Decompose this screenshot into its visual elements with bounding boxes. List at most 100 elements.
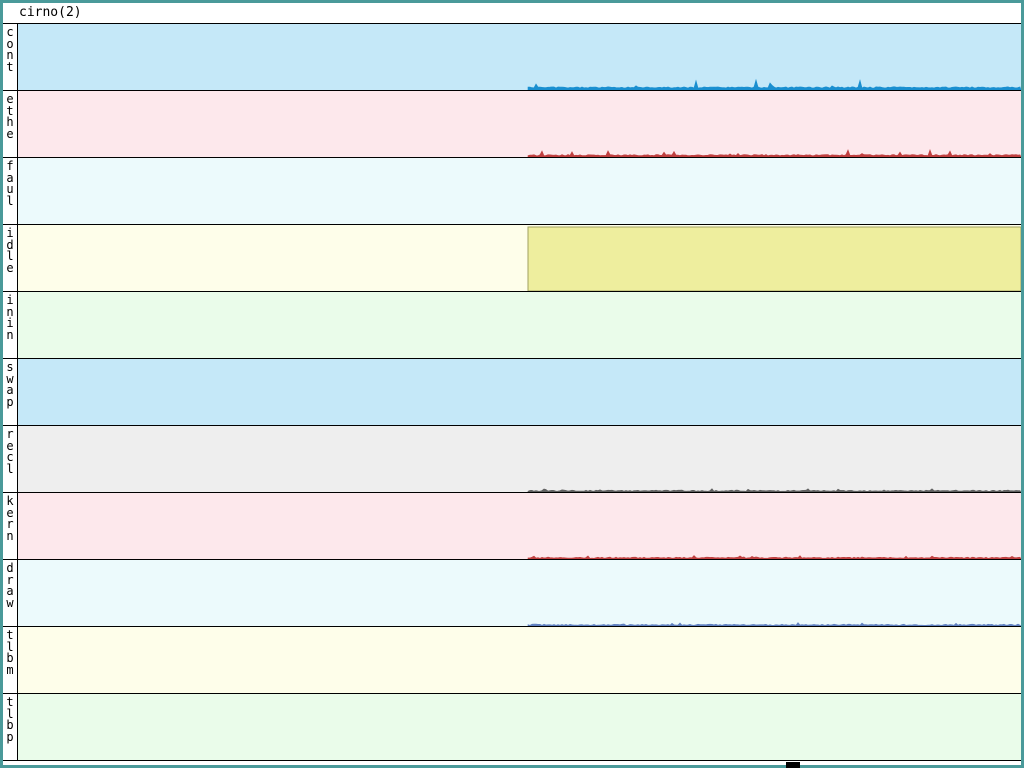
panel-label-letter: i [6, 226, 14, 240]
panel-label-letter: b [6, 651, 14, 665]
panel-label-letter: a [6, 584, 14, 598]
panel-label-letter: d [6, 561, 14, 575]
panel-label-letter: l [6, 639, 14, 654]
panel-label-letter: n [6, 528, 14, 543]
panel-divider [3, 291, 1021, 292]
panel-label-letter: c [6, 450, 14, 464]
panel-graph-svg [527, 78, 1021, 90]
panel-label-letter: t [6, 59, 14, 74]
panel-label-letter: t [6, 695, 14, 709]
panel-label-letter: n [6, 48, 14, 62]
panel-label-letter: b [6, 718, 14, 732]
panel-label-letter: a [6, 383, 14, 397]
panel-graph[interactable] [18, 225, 1021, 291]
panel-label-letter: m [6, 662, 14, 677]
panel-label-letter: e [6, 505, 14, 520]
activity-trace [527, 488, 1021, 492]
panel-label-letter: e [6, 126, 14, 141]
panel-graph-svg [527, 488, 1021, 492]
panel-graph-svg [18, 158, 1021, 224]
panel-divider [3, 626, 1021, 627]
panel-divider [3, 224, 1021, 225]
panel-graph[interactable] [18, 426, 1021, 492]
panel-divider [3, 559, 1021, 560]
panel-graph[interactable] [18, 359, 1021, 425]
panel-label-letter: s [6, 360, 14, 374]
panel-divider [3, 425, 1021, 426]
panel-graph-svg [18, 694, 1021, 760]
mouse-cursor [786, 762, 800, 768]
panel-label-letter: t [6, 103, 14, 118]
panel-label-letter: l [6, 249, 14, 263]
panel-label-letter: e [6, 92, 14, 106]
activity-trace [527, 555, 1021, 559]
panel-graph[interactable] [18, 292, 1021, 358]
panel-graph[interactable] [18, 24, 1021, 90]
panel-label-letter: t [6, 628, 14, 642]
panel-label-letter: n [6, 327, 14, 342]
panel-divider [3, 157, 1021, 158]
panel-graph-svg [527, 622, 1021, 626]
panel-label-letter: l [6, 706, 14, 721]
panel-label-letter: p [6, 729, 14, 744]
panel-graph-svg [527, 555, 1021, 559]
panel-label-letter: d [6, 237, 14, 252]
panel-label-letter: w [6, 371, 14, 386]
panel-label-letter: n [6, 304, 14, 319]
panel-label-letter: k [6, 494, 14, 508]
panel-graph-svg [527, 226, 1021, 291]
panel-label-letter: u [6, 182, 14, 196]
panel-divider [3, 492, 1021, 493]
panel-graph[interactable] [18, 627, 1021, 693]
panel-label-letter: f [6, 159, 14, 173]
panel-graph[interactable] [18, 560, 1021, 626]
window-title: cirno(2) [19, 5, 82, 20]
panel-graph-svg [527, 149, 1021, 157]
panel-label-letter: o [6, 36, 14, 51]
panel-divider [3, 760, 1021, 761]
panel-label-letter: i [6, 293, 14, 307]
panel-graph-svg [18, 292, 1021, 358]
panel-divider [3, 693, 1021, 694]
panel-graph[interactable] [18, 158, 1021, 224]
panel-divider [3, 90, 1021, 91]
panel-graph[interactable] [18, 493, 1021, 559]
panel-label-letter: w [6, 595, 14, 610]
panel-graph[interactable] [18, 91, 1021, 157]
panel-label-letter: l [6, 193, 14, 208]
panel-label-letter: p [6, 394, 14, 409]
level-fill [527, 226, 1021, 291]
panel-graph-svg [18, 627, 1021, 693]
panel-label-letter: r [6, 517, 14, 531]
panel-graph[interactable] [18, 694, 1021, 760]
panel-label-letter: l [6, 461, 14, 476]
